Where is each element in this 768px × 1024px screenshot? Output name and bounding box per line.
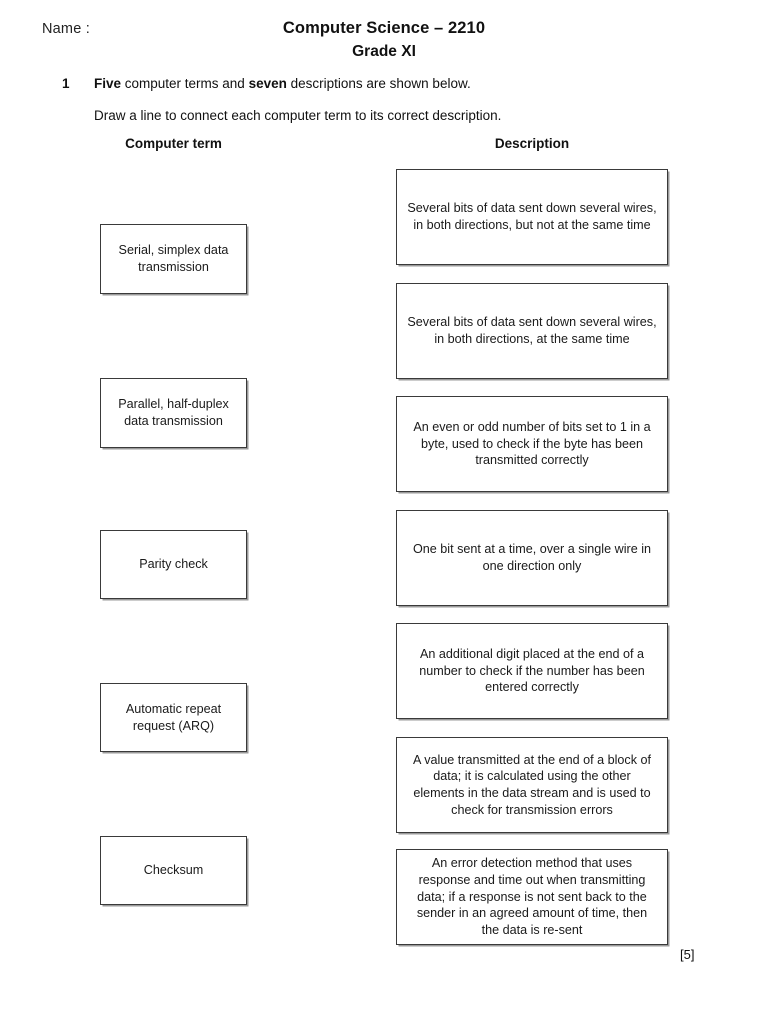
description-box-5[interactable]: An additional digit placed at the end of… xyxy=(396,623,668,719)
term-box-label: Serial, simplex data transmission xyxy=(118,243,229,274)
term-box-serial-simplex[interactable]: Serial, simplex data transmission xyxy=(100,224,247,294)
question-instruction: Draw a line to connect each computer ter… xyxy=(94,108,502,123)
term-box-label: Parity check xyxy=(139,557,208,572)
marks-allocation: [5] xyxy=(680,947,695,962)
term-box-label: Parallel, half-duplex data transmission xyxy=(118,397,229,428)
description-box-label: An additional digit placed at the end of… xyxy=(419,647,645,695)
page-subtitle: Grade XI xyxy=(352,43,416,60)
term-box-parity-check[interactable]: Parity check xyxy=(100,530,247,599)
description-box-label: An even or odd number of bits set to 1 i… xyxy=(413,420,651,468)
question-number: 1 xyxy=(62,76,70,91)
question-statement-bold-seven: seven xyxy=(248,76,287,91)
term-box-label: Automatic repeat request (ARQ) xyxy=(125,701,222,733)
term-box-automatic-repeat-request[interactable]: Automatic repeat request (ARQ) xyxy=(100,683,247,752)
description-box-3[interactable]: An even or odd number of bits set to 1 i… xyxy=(396,396,668,492)
question-statement-suffix: descriptions are shown below. xyxy=(286,76,471,91)
description-box-label: Several bits of data sent down several w… xyxy=(407,201,657,232)
description-box-label: Several bits of data sent down several w… xyxy=(407,315,657,346)
page-title: Computer Science – 2210 xyxy=(282,19,486,37)
name-field-label: Name : xyxy=(42,21,90,37)
description-box-4[interactable]: One bit sent at a time, over a single wi… xyxy=(396,510,668,606)
question-statement-bold-five: Five xyxy=(94,76,122,91)
description-box-1[interactable]: Several bits of data sent down several w… xyxy=(396,169,668,265)
column-header-description: Description xyxy=(494,136,570,151)
question-statement-mid: computer terms and xyxy=(121,76,249,91)
column-header-computer-term: Computer term xyxy=(125,136,222,151)
description-box-label: A value transmitted at the end of a bloc… xyxy=(412,752,652,817)
term-box-checksum[interactable]: Checksum xyxy=(100,836,247,905)
description-box-label: An error detection method that uses resp… xyxy=(416,856,648,937)
term-box-parallel-half-duplex[interactable]: Parallel, half-duplex data transmission xyxy=(100,378,247,448)
description-box-7[interactable]: An error detection method that uses resp… xyxy=(396,849,668,945)
description-box-2[interactable]: Several bits of data sent down several w… xyxy=(396,283,668,379)
term-box-label: Checksum xyxy=(143,863,204,878)
description-box-label: One bit sent at a time, over a single wi… xyxy=(413,542,651,573)
description-box-6[interactable]: A value transmitted at the end of a bloc… xyxy=(396,737,668,833)
question-statement: Five computer terms and seven descriptio… xyxy=(94,76,471,91)
